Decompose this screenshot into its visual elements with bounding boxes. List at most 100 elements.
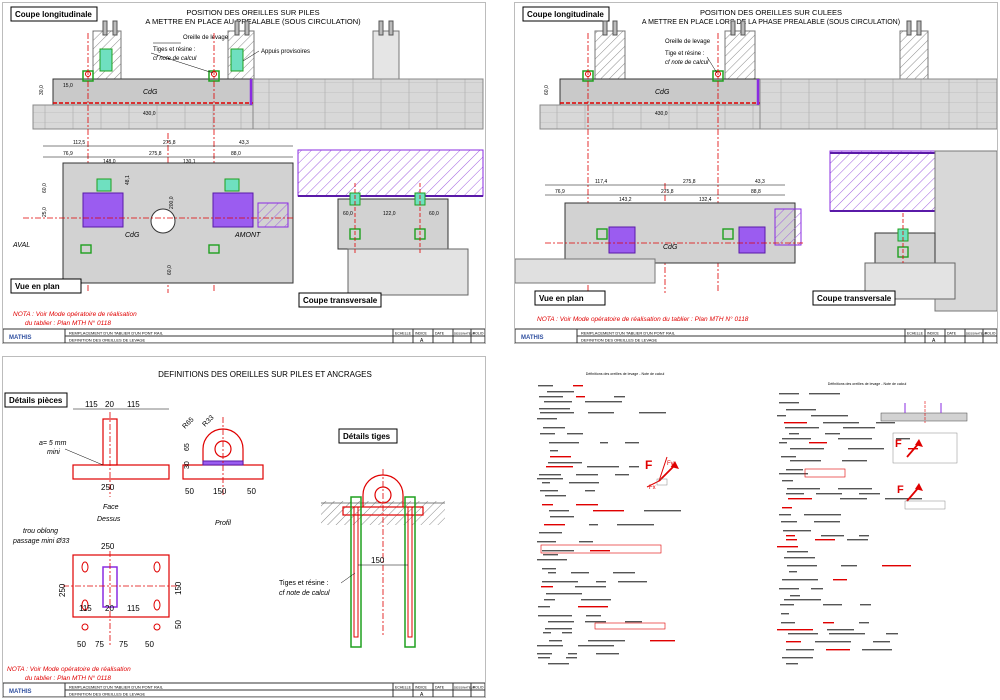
dim-text: 150	[213, 487, 227, 496]
calc-text-line	[823, 422, 859, 424]
amont-label: AMONT	[234, 232, 261, 239]
calc-text-line	[567, 433, 583, 435]
dim-text: 15,0	[63, 83, 73, 89]
calc-text-line	[823, 622, 834, 624]
calc-text-line	[588, 640, 625, 642]
drawing-sheet-culees: POSITION DES OREILLES SUR CULEES A METTR…	[514, 2, 998, 344]
calc-text-line	[585, 621, 606, 623]
dim-text: 275,8	[683, 179, 696, 185]
calc-text-line	[816, 493, 842, 495]
titleblock-indice: A	[420, 692, 424, 697]
calc-text-line	[548, 572, 556, 574]
temporary-bearing	[230, 48, 244, 72]
dim-text: 50	[185, 487, 194, 496]
dim-text: 20	[105, 400, 114, 409]
calc-text-line	[585, 401, 622, 403]
calc-text-line	[788, 498, 812, 500]
calc-text-line	[537, 645, 563, 647]
sheet3-drawing: DEFINITIONS DES OREILLES SUR PILES ET AN…	[3, 370, 485, 697]
dim-text: 60,0	[343, 211, 353, 217]
cdg-label: CdG	[125, 232, 140, 239]
pier-column	[899, 30, 929, 80]
dim-text: 43,3	[239, 140, 249, 146]
trans-pier-cap	[337, 198, 449, 250]
callout-leader	[706, 56, 718, 74]
calc-text-line	[859, 535, 869, 537]
pier-column	[594, 30, 626, 80]
calc-text-line	[783, 530, 811, 532]
dim-text: 60,0	[167, 265, 173, 275]
sheet2-title-line1: POSITION DES OREILLES SUR CULEES	[700, 8, 842, 17]
dim-text: 150	[174, 581, 183, 595]
calc-text-line	[549, 442, 579, 444]
calc-text-line	[617, 524, 654, 526]
result-box	[594, 622, 666, 630]
abutment-plan	[515, 258, 656, 284]
dim-text: 148,0	[103, 159, 116, 165]
callout-oreille: Oreille de levage	[665, 39, 711, 45]
dim-text: 50	[77, 640, 86, 649]
calculation-note-pages: Définitions des oreilles de levage - Not…	[514, 356, 998, 698]
callout-tiges: Tige et résine :	[665, 51, 705, 57]
dim-text: 117,4	[595, 179, 607, 185]
calc-text-line	[566, 657, 577, 659]
sheet1-title-line2: A METTRE EN PLACE AU PREALABLE (SOUS CIR…	[145, 17, 361, 26]
calc-text-line	[790, 460, 821, 462]
calc-text-line	[838, 488, 872, 490]
sheet2-drawing: POSITION DES OREILLES SUR CULEES A METTR…	[515, 6, 997, 343]
sheet4-drawing: Définitions des oreilles de levage - Not…	[537, 372, 968, 665]
bearing-block	[608, 226, 636, 254]
titleblock-col: FOLIO	[473, 332, 484, 336]
sheet1-drawing: POSITION DES OREILLES SUR PILES A METTRE…	[3, 6, 485, 343]
deck-section	[52, 78, 254, 106]
calc-text-line	[542, 482, 550, 484]
sheet2-label-trans: Coupe transversale	[817, 294, 892, 303]
calc-text-line	[650, 640, 675, 642]
force-fy-label: Fy	[667, 461, 674, 467]
dim-text: 275,8	[661, 189, 674, 195]
label-box-plan	[10, 278, 82, 294]
pier-column	[372, 30, 400, 80]
result-box	[540, 544, 662, 554]
result-box	[804, 468, 846, 478]
calc-text-line	[841, 565, 857, 567]
note-line2: du tablier : Plan MTH N° 0118	[25, 319, 111, 327]
titleblock-col: INDICE	[415, 332, 428, 336]
callout-leader	[340, 572, 356, 584]
calc-text-line	[781, 613, 789, 615]
sheet1-label-trans: Coupe transversale	[303, 296, 378, 305]
calc-text-line	[545, 628, 572, 630]
calc-text-line	[586, 615, 601, 617]
titleblock-col: DESSINATEUR	[454, 332, 476, 336]
calc-text-line	[782, 438, 811, 440]
cdg-label: CdG	[655, 89, 670, 96]
note-line1: NOTA : Voir Mode opératoire de réalisati…	[7, 666, 131, 673]
weld-label-1: a= 5 mm	[39, 440, 67, 447]
calc-text-line	[550, 450, 558, 452]
calc-text-line	[885, 498, 922, 500]
calc-text-line	[639, 412, 666, 414]
calc-text-line	[538, 385, 553, 387]
calc-title-right: Définitions des oreilles de levage - Not…	[828, 382, 907, 386]
calc-text-line	[860, 604, 871, 606]
calc-text-line	[573, 385, 583, 387]
force-f-label: F	[895, 438, 902, 450]
calc-text-line	[781, 521, 797, 523]
pier-column	[724, 30, 756, 80]
dim-text: 50	[174, 620, 183, 629]
face-label: Face	[103, 504, 119, 511]
titleblock-col: ECHELLE	[395, 332, 412, 336]
calc-text-line	[784, 599, 821, 601]
temporary-bearing	[99, 48, 113, 72]
hatched-zone	[257, 202, 289, 228]
calc-text-line	[625, 442, 639, 444]
calc-text-line	[568, 653, 577, 655]
calc-text-line	[589, 524, 598, 526]
calc-text-line	[815, 641, 851, 643]
calc-text-line	[786, 493, 804, 495]
sheet3-label-tiges: Détails tiges	[343, 432, 391, 441]
calc-text-line	[826, 649, 850, 651]
calc-text-line	[614, 396, 625, 398]
calc-text-line	[576, 474, 598, 476]
calc-title-left: Définitions des oreilles de levage - Not…	[586, 372, 665, 376]
